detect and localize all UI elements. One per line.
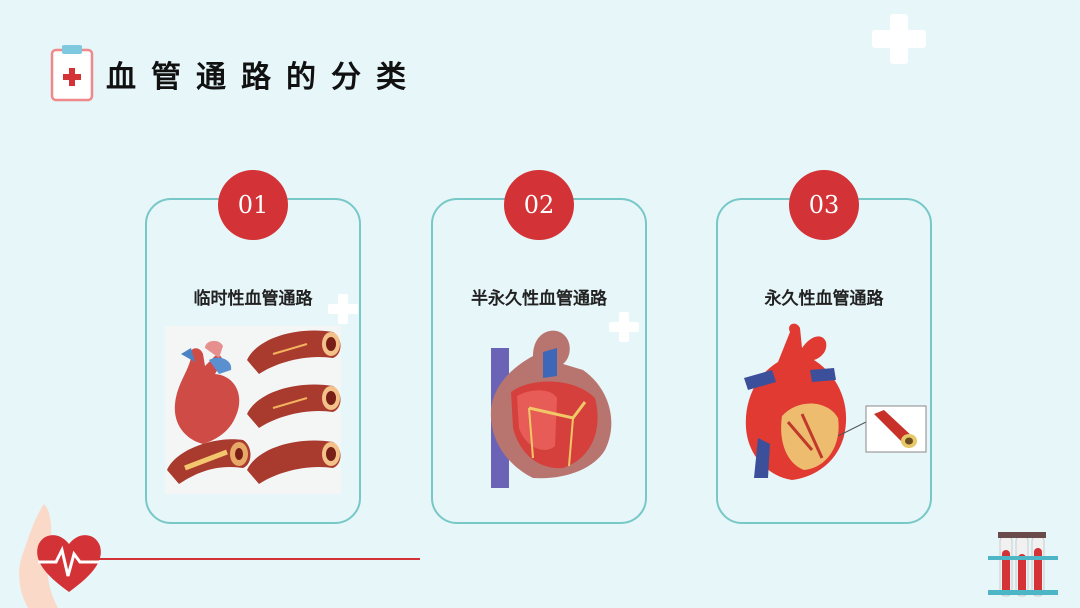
card-number-badge: 02 [504,170,574,240]
heart-pulse-icon [37,535,101,592]
divider-line [94,558,420,560]
card-permanent-access: 03 永久性血管通路 [716,170,932,524]
page-title: 血管通路的分类 [106,60,421,95]
card-number-badge: 01 [218,170,288,240]
card-title: 临时性血管通路 [193,289,313,309]
card-semi-permanent-access: 02 半永久性血管通路 [431,170,647,524]
page-header: 血管通路的分类 [50,44,421,104]
card-title: 半永久性血管通路 [471,289,607,309]
heart-and-arteries-icon [165,326,341,494]
plus-icon [328,294,358,324]
card-title: 永久性血管通路 [764,289,884,309]
heart-cross-section-icon [490,330,612,488]
heart-with-vessel-icon [744,323,927,480]
test-tubes-icon [988,532,1058,597]
card-temporary-access: 01 临时性血管通路 [145,170,361,524]
card-number-badge: 03 [789,170,859,240]
clipboard-medical-icon [50,45,94,102]
plus-icon [609,312,639,342]
plus-icon [872,14,926,64]
